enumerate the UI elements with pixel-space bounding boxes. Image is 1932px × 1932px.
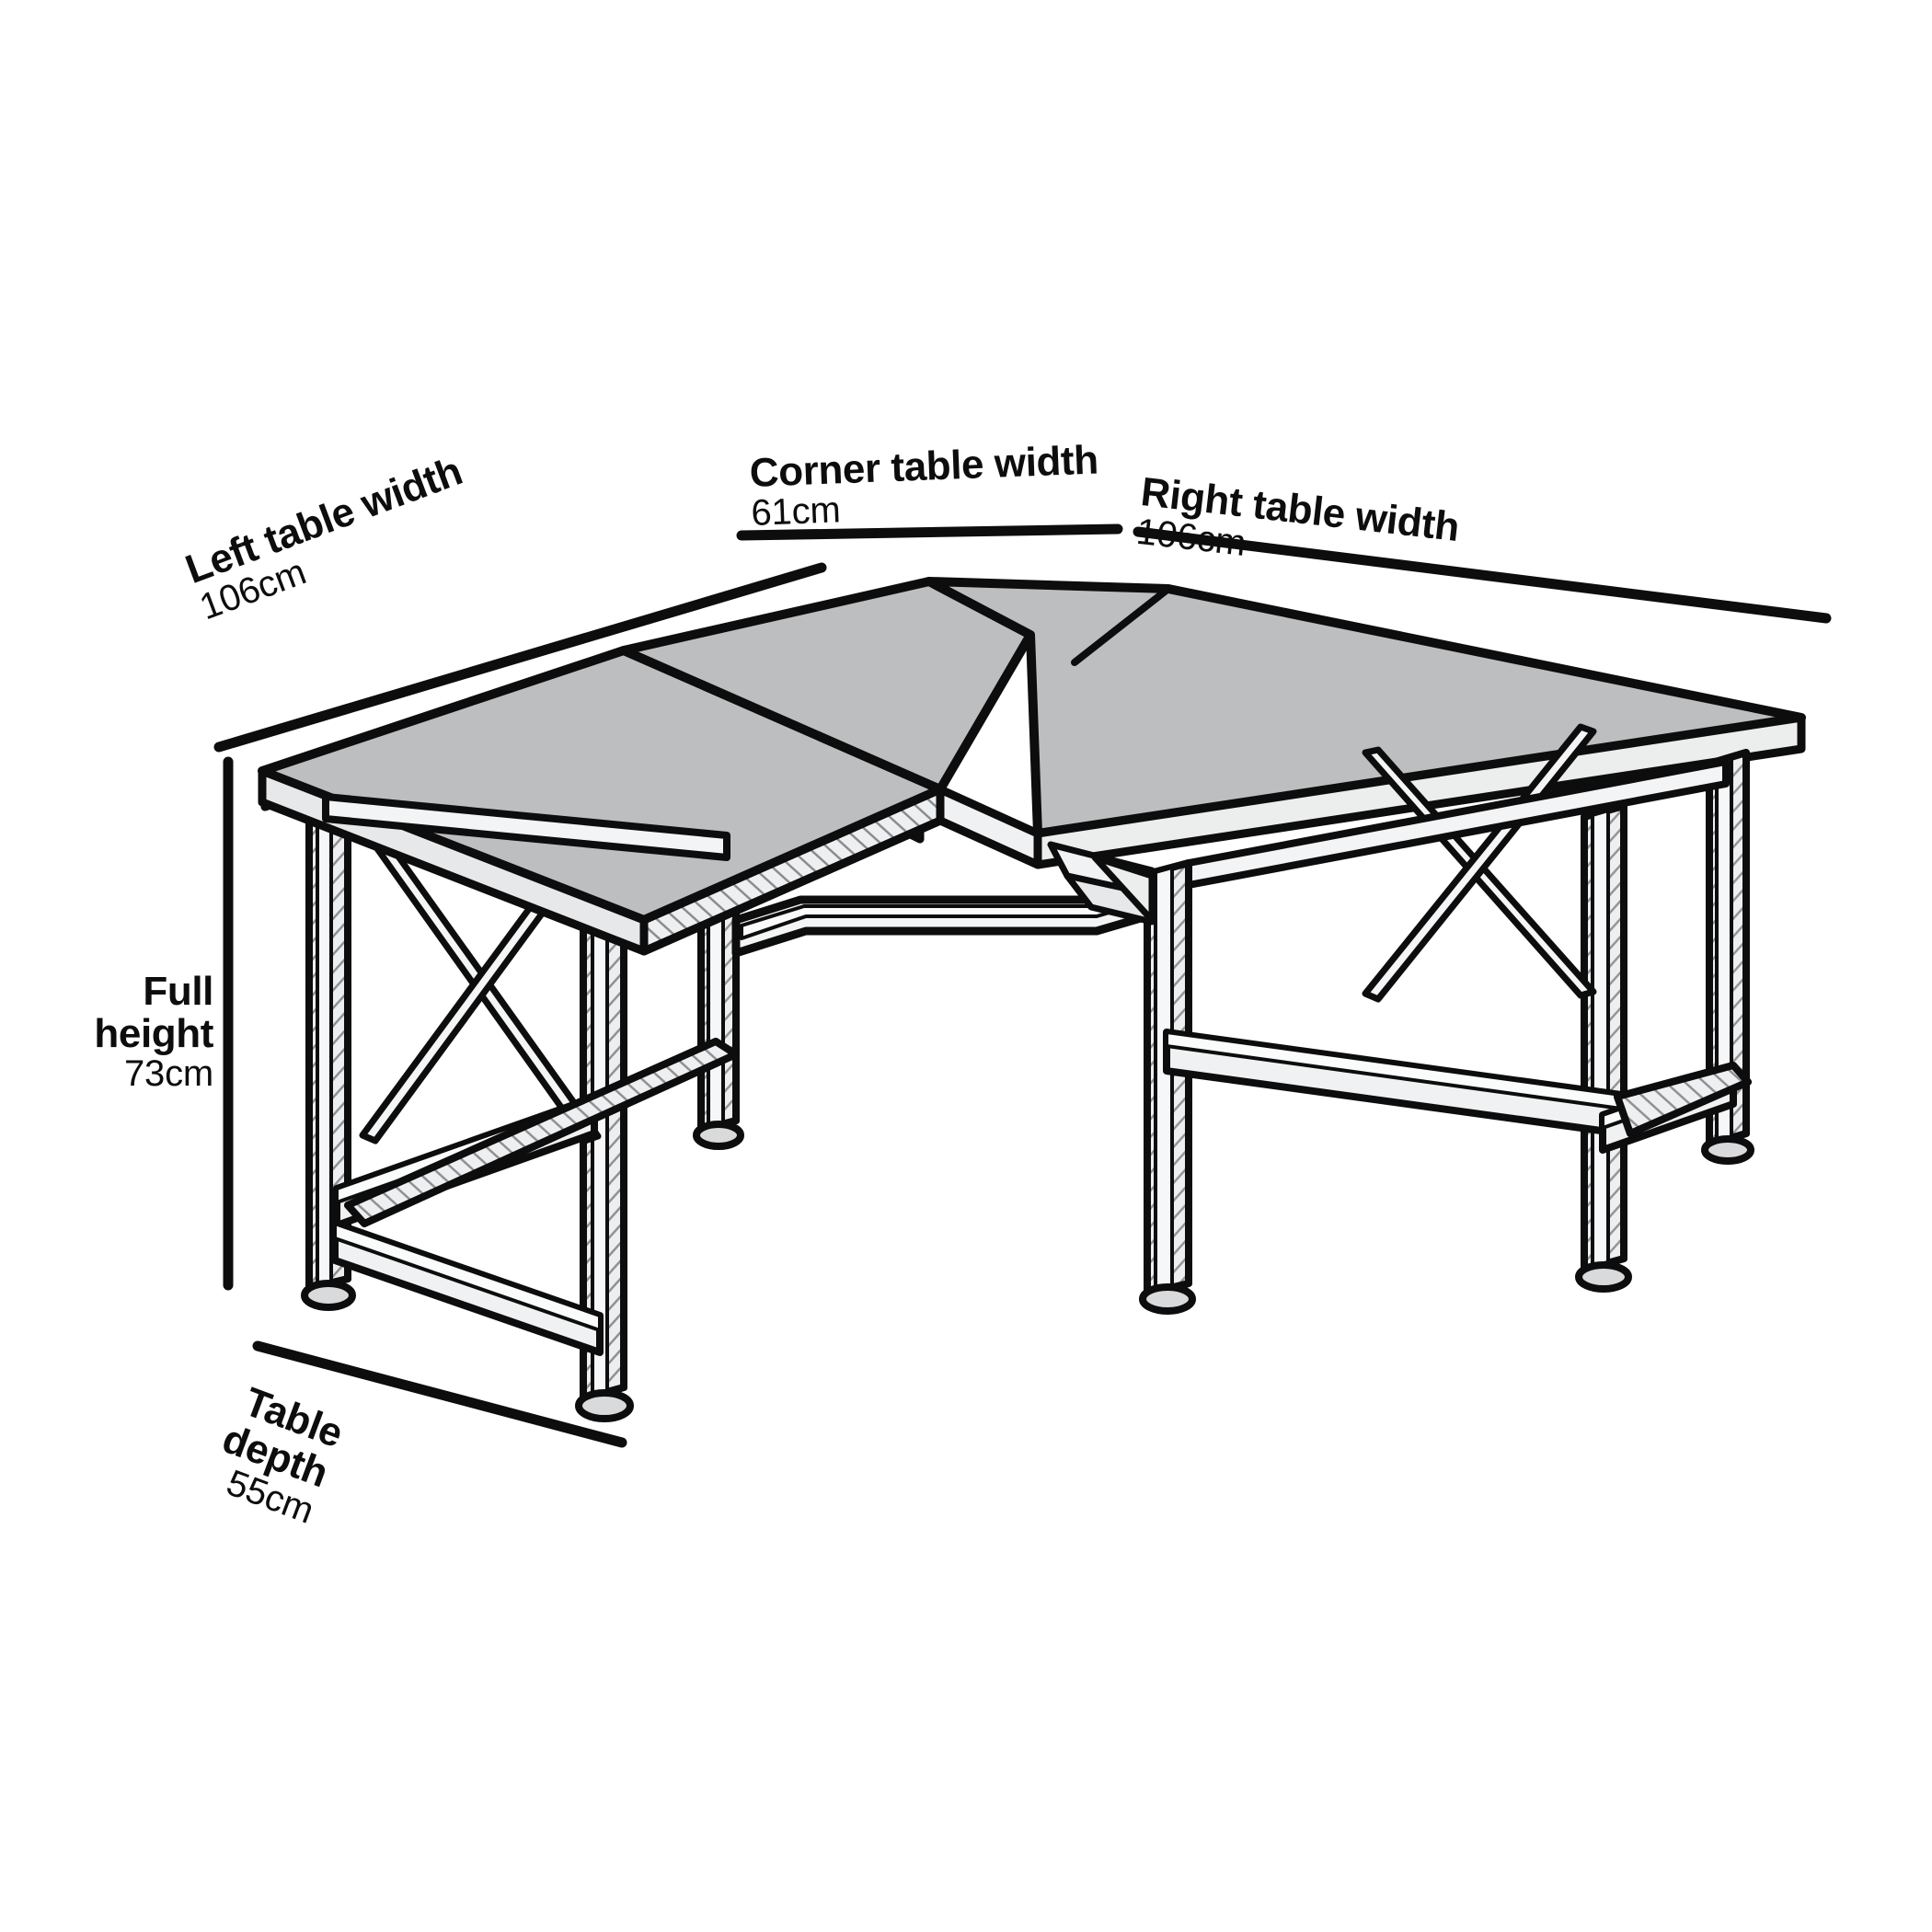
tabletop-seams [620, 578, 1172, 837]
dimension-line-right-width [1133, 526, 1832, 624]
foot-left-rear [301, 1280, 356, 1311]
leg-right-inner [1144, 859, 1192, 1297]
dimension-line-corner-width [736, 523, 1123, 541]
stretcher-left-bottom [331, 1220, 604, 1356]
tabletop-corner-edge [936, 785, 1042, 869]
stretcher-right-long [1163, 1029, 1625, 1137]
stretcher-left-diagonal [344, 1038, 740, 1227]
dimension-label-full-height: Full height 73cm [0, 971, 213, 1093]
foot-right-front [1575, 1261, 1632, 1293]
foot-left-front [575, 1389, 634, 1422]
tabletop-right-edge [1033, 713, 1806, 869]
apron-left [322, 793, 730, 861]
dimension-value: 73cm [123, 1052, 213, 1094]
leg-right-front [1581, 802, 1627, 1273]
dimension-label-corner-table-width: Corner table width 61cm [749, 437, 1100, 533]
bracket-right-corner [1047, 841, 1156, 926]
dimension-lines [213, 523, 1832, 1448]
dimension-name-line2: height [94, 1010, 213, 1056]
foot-left-inner [693, 1121, 744, 1150]
dimension-name-line1: Full [143, 969, 213, 1014]
leg-right-rear [1706, 749, 1750, 1148]
dimension-line-left-width [213, 562, 827, 753]
foot-right-inner [1139, 1283, 1196, 1315]
dimension-line-depth [252, 1340, 627, 1448]
foot-right-rear [1701, 1135, 1754, 1165]
apron-right [1185, 758, 1730, 889]
stretcher-right-diagonal [1614, 1062, 1752, 1137]
